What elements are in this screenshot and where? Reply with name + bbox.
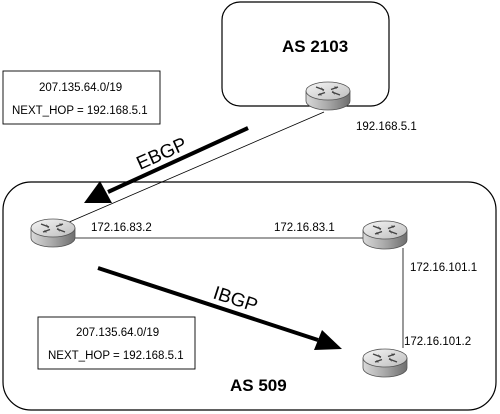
ip-label-172-16-101-1: 172.16.101.1	[410, 262, 477, 274]
update-box-ebgp	[2, 70, 161, 125]
as-2103-title: AS 2103	[282, 37, 348, 56]
ip-label-192-168-5-1: 192.168.5.1	[356, 121, 417, 133]
ip-label-172-16-101-2: 172.16.101.2	[404, 336, 471, 348]
router-icon	[362, 220, 408, 250]
router-icon	[30, 218, 76, 248]
ebgp-link	[59, 111, 325, 227]
router-icon	[305, 81, 351, 111]
as-2103-boundary	[221, 1, 390, 107]
ip-label-172-16-83-2: 172.16.83.2	[91, 222, 152, 234]
ebgp-arrow	[107, 126, 249, 194]
ip-label-172-16-83-1: 172.16.83.1	[274, 222, 335, 234]
update-box-ibgp	[37, 316, 196, 370]
ibgp-arrowhead	[314, 330, 342, 350]
update-prefix: 207.135.64.0/19	[39, 82, 122, 94]
ebgp-arrowhead	[84, 181, 112, 203]
router-icon	[362, 348, 408, 378]
as-509-boundary	[2, 181, 497, 411]
ibgp-arrow	[97, 266, 319, 342]
update-next-hop: NEXT_HOP = 192.168.5.1	[12, 105, 148, 117]
update-next-hop: NEXT_HOP = 192.168.5.1	[48, 350, 184, 362]
update-prefix: 207.135.64.0/19	[76, 327, 159, 339]
as-509-title: AS 509	[230, 376, 287, 395]
